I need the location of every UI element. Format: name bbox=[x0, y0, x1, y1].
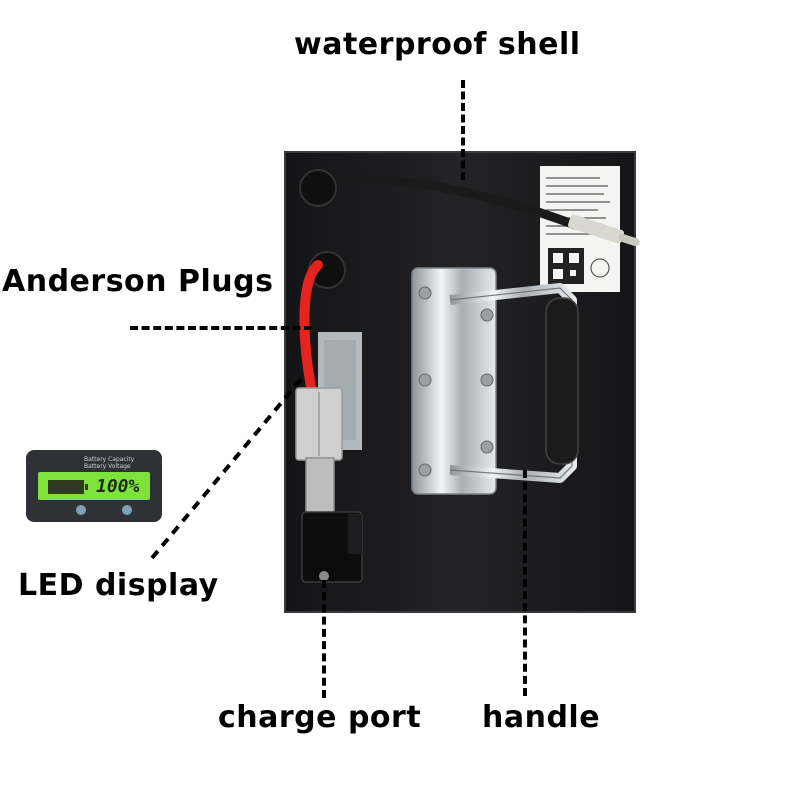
lcd-reading: 100% bbox=[96, 476, 140, 497]
label-waterproof-shell: waterproof shell bbox=[294, 27, 581, 62]
red-cable bbox=[299, 260, 323, 397]
cable-terminal bbox=[567, 214, 625, 244]
lcd-caption: Battery Capacity Battery Voltage bbox=[84, 456, 134, 470]
anderson-plug bbox=[295, 387, 343, 515]
label-charge-port: charge port bbox=[218, 700, 422, 735]
label-anderson-plugs: Anderson Plugs bbox=[2, 264, 274, 299]
leader-waterproof-shell bbox=[461, 80, 465, 180]
handle bbox=[411, 267, 579, 495]
battery-level-icon bbox=[48, 480, 88, 494]
led-display-inset: Battery Capacity Battery Voltage 100% bbox=[26, 450, 162, 522]
leader-handle bbox=[523, 470, 527, 696]
charge-port bbox=[301, 511, 363, 583]
lcd-cycle-button bbox=[122, 505, 132, 515]
label-handle: handle bbox=[482, 700, 601, 735]
lcd-caption-capacity: Battery Capacity bbox=[84, 456, 135, 463]
lcd-mode-button bbox=[76, 505, 86, 515]
leader-charge-port bbox=[322, 580, 326, 698]
handle-grip bbox=[545, 297, 579, 465]
label-led-display: LED display bbox=[18, 568, 219, 603]
lcd-caption-voltage: Battery Voltage bbox=[84, 463, 131, 470]
lcd-screen: 100% bbox=[38, 472, 150, 500]
black-cable bbox=[313, 174, 580, 230]
leader-anderson-plugs bbox=[130, 326, 312, 330]
cable-gland-top bbox=[299, 169, 337, 207]
